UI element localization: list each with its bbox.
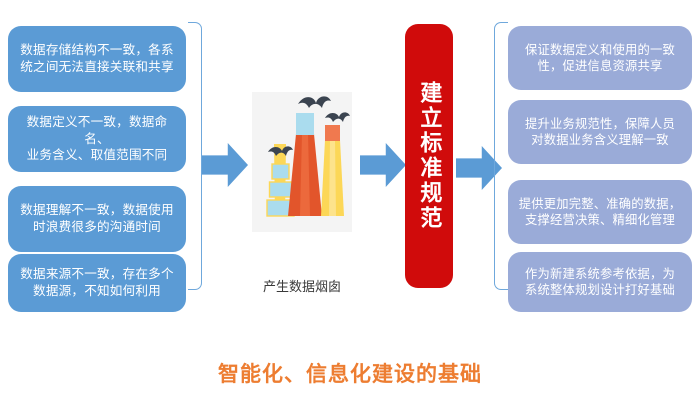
benefit-box-2-line2: 对数据业务含义理解一致 xyxy=(531,133,669,147)
problem-box-1-line1: 数据存储结构不一致，各系 xyxy=(20,43,174,58)
problem-box-1-line2: 统之间无法直接关联和共享 xyxy=(20,60,174,74)
arrow-right-icon-1 xyxy=(202,143,248,187)
benefit-box-1[interactable]: 保证数据定义和使用的一致 性，促进信息资源共享 xyxy=(508,26,692,90)
problem-box-1-text: 数据存储结构不一致，各系 统之间无法直接关联和共享 xyxy=(16,42,178,75)
problem-box-2-line2: 业务含义、取值范围不同 xyxy=(26,148,168,163)
bottom-title: 智能化、信息化建设的基础 xyxy=(217,362,482,386)
benefit-box-4[interactable]: 作为新建系统参考依据，为 系统整体规划设计打好基础 xyxy=(508,252,692,312)
benefit-box-4-line1: 作为新建系统参考依据，为 xyxy=(525,266,675,281)
benefit-box-3[interactable]: 提供更加完整、准确的数据， 支撑经营决策、精细化管理 xyxy=(508,180,692,244)
problem-box-4-line2: 数据源，不知如何利用 xyxy=(33,284,161,298)
problem-box-4-line1: 数据来源不一致，存在多个 xyxy=(20,267,174,282)
factory-caption: 产生数据烟囱 xyxy=(262,279,341,294)
benefit-box-4-line2: 系统整体规划设计打好基础 xyxy=(525,283,675,297)
benefit-box-1-text: 保证数据定义和使用的一致 性，促进信息资源共享 xyxy=(516,42,684,74)
factory-illustration xyxy=(252,92,352,232)
bracket-right-icon xyxy=(494,22,508,290)
problem-box-3-line2: 时浪费很多的沟通时间 xyxy=(33,220,161,234)
benefit-box-1-line2: 性，促进信息资源共享 xyxy=(537,59,663,73)
bracket-left-icon xyxy=(188,22,202,290)
problem-box-2-line1: 数据定义不一致，数据命名、 xyxy=(26,115,168,146)
smokestack-icon xyxy=(266,96,350,217)
standard-banner-text: 建立标准规范 xyxy=(417,81,443,231)
benefit-box-1-line1: 保证数据定义和使用的一致 xyxy=(525,42,675,57)
problem-box-2[interactable]: 数据定义不一致，数据命名、 业务含义、取值范围不同 xyxy=(8,106,186,172)
problem-box-4-text: 数据来源不一致，存在多个 数据源，不知如何利用 xyxy=(16,266,178,299)
problem-box-4[interactable]: 数据来源不一致，存在多个 数据源，不知如何利用 xyxy=(8,254,186,312)
problem-box-3-text: 数据理解不一致，数据使用 时浪费很多的沟通时间 xyxy=(16,202,178,235)
benefit-box-4-text: 作为新建系统参考依据，为 系统整体规划设计打好基础 xyxy=(516,266,684,298)
problem-box-2-text: 数据定义不一致，数据命名、 业务含义、取值范围不同 xyxy=(16,114,178,164)
benefit-box-2-line1: 提升业务规范性，保障人员 xyxy=(525,116,675,131)
benefit-box-2[interactable]: 提升业务规范性，保障人员 对数据业务含义理解一致 xyxy=(508,100,692,164)
problem-box-3[interactable]: 数据理解不一致，数据使用 时浪费很多的沟通时间 xyxy=(8,186,186,252)
benefit-box-3-line1: 提供更加完整、准确的数据， xyxy=(518,196,682,211)
standard-banner[interactable]: 建立标准规范 xyxy=(405,24,453,288)
benefit-box-3-text: 提供更加完整、准确的数据， 支撑经营决策、精细化管理 xyxy=(516,196,684,228)
problem-box-3-line1: 数据理解不一致，数据使用 xyxy=(20,203,174,218)
problem-box-1[interactable]: 数据存储结构不一致，各系 统之间无法直接关联和共享 xyxy=(8,26,186,92)
benefit-box-3-line2: 支撑经营决策、精细化管理 xyxy=(525,213,675,227)
arrow-right-icon-2 xyxy=(360,143,406,187)
benefit-box-2-text: 提升业务规范性，保障人员 对数据业务含义理解一致 xyxy=(516,116,684,148)
